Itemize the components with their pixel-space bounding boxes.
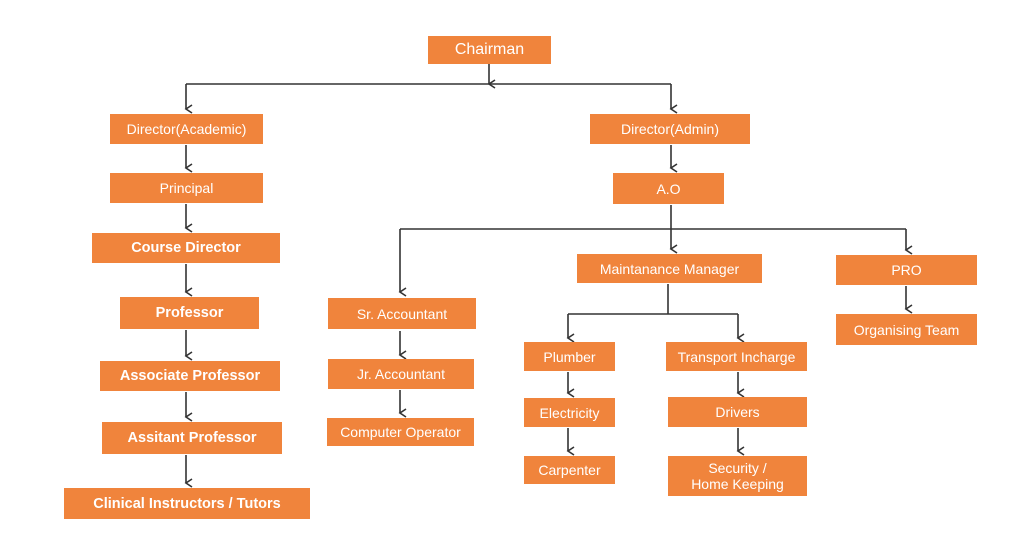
node-electricity: Electricity (524, 398, 615, 427)
node-maintenance-manager: Maintanance Manager (577, 254, 762, 283)
node-transport-incharge: Transport Incharge (666, 342, 807, 371)
node-sr-accountant: Sr. Accountant (328, 298, 476, 329)
node-professor: Professor (120, 297, 259, 329)
node-plumber: Plumber (524, 342, 615, 371)
node-assistant-professor: Assitant Professor (102, 422, 282, 454)
node-computer-operator: Computer Operator (327, 418, 474, 446)
node-ao: A.O (613, 173, 724, 204)
node-director-academic: Director(Academic) (110, 114, 263, 144)
node-carpenter: Carpenter (524, 456, 615, 484)
node-chairman: Chairman (428, 36, 551, 64)
node-drivers: Drivers (668, 397, 807, 427)
node-principal: Principal (110, 173, 263, 203)
node-organising-team: Organising Team (836, 314, 977, 345)
node-associate-professor: Associate Professor (100, 361, 280, 391)
node-course-director: Course Director (92, 233, 280, 263)
node-jr-accountant: Jr. Accountant (328, 359, 474, 389)
node-security: Security / Home Keeping (668, 456, 807, 496)
node-director-admin: Director(Admin) (590, 114, 750, 144)
node-pro: PRO (836, 255, 977, 285)
node-clinical-instructors: Clinical Instructors / Tutors (64, 488, 310, 519)
